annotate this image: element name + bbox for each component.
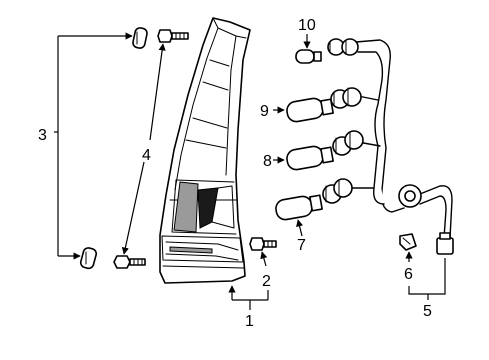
bulb-part-10 — [295, 49, 322, 64]
screw-part-2 — [249, 237, 277, 251]
bulb-part-8 — [286, 145, 334, 171]
bulb-part-7 — [275, 194, 323, 221]
screw-lower — [113, 255, 146, 269]
callout-9: 9 — [260, 103, 269, 120]
callout-8: 8 — [263, 153, 272, 170]
leader-lines — [54, 32, 446, 310]
clip-part-6 — [399, 233, 417, 251]
tail-lamp-assembly — [159, 17, 251, 284]
callout-7: 7 — [297, 237, 306, 254]
callout-2: 2 — [262, 273, 271, 290]
grommet-upper — [132, 27, 148, 49]
callout-5: 5 — [423, 303, 432, 320]
callout-4: 4 — [142, 147, 151, 164]
bulb-part-9 — [286, 97, 334, 123]
callout-3: 3 — [38, 127, 47, 144]
callout-1: 1 — [245, 313, 254, 330]
grommet-lower — [79, 247, 98, 270]
socket-harness — [322, 38, 454, 255]
callout-6: 6 — [404, 266, 413, 283]
screw-upper — [157, 29, 189, 43]
callout-10: 10 — [298, 17, 316, 34]
